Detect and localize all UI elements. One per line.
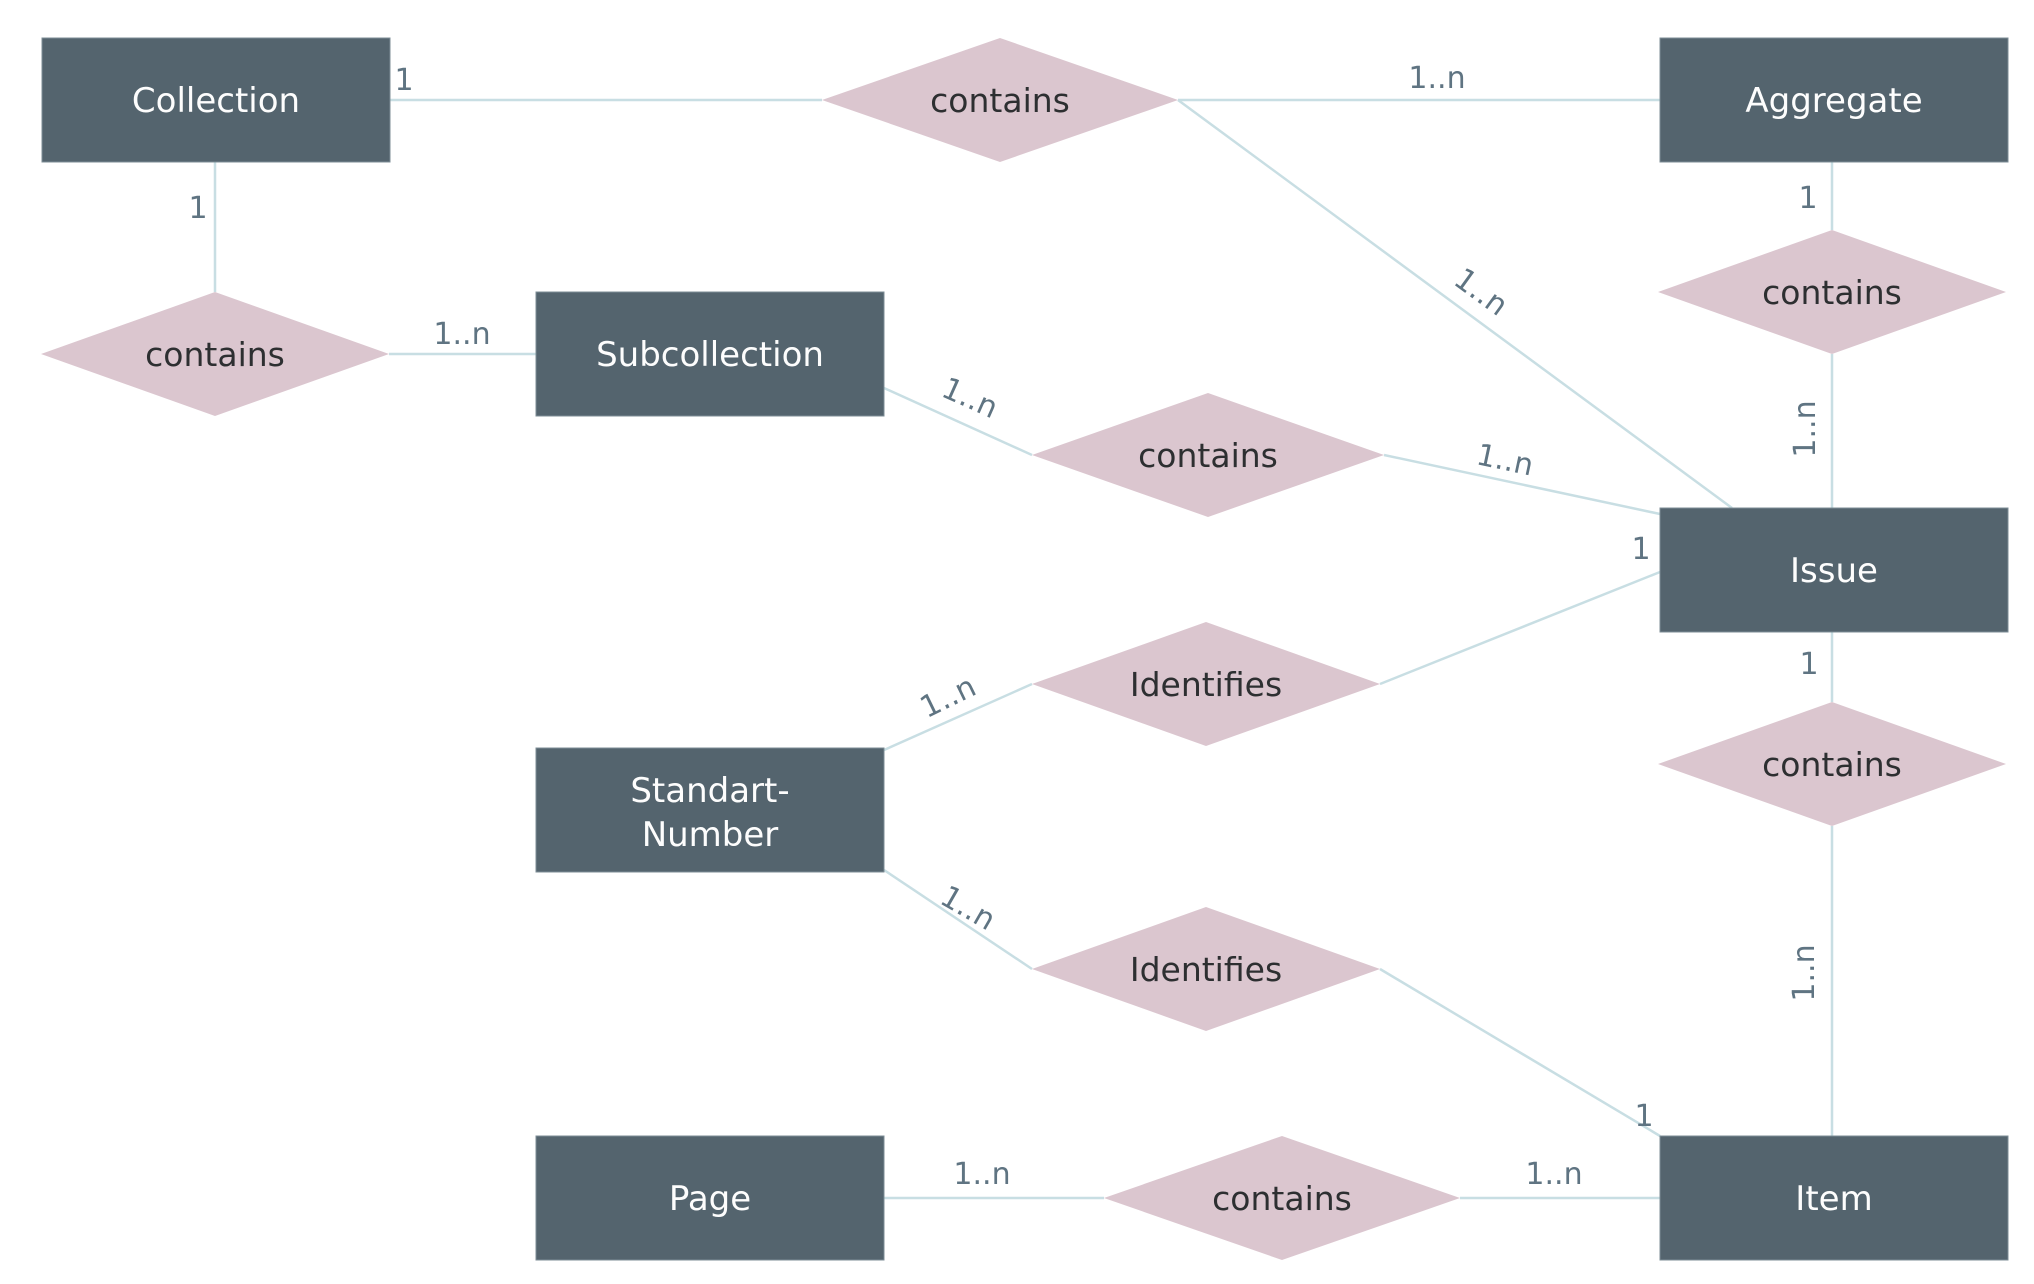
relationship-label: contains bbox=[930, 81, 1070, 120]
relationship-label: Identifies bbox=[1130, 950, 1282, 989]
relationship-diamond-identifies-issue: Identifies bbox=[1032, 622, 1380, 746]
relationship-standartnumber-identifies-issue bbox=[883, 570, 1661, 752]
cardinality-label-item-identifies: 1 bbox=[1634, 1099, 1653, 1134]
cardinality-label-aggregate-top: 1..n bbox=[1408, 61, 1465, 96]
relationship-label: contains bbox=[1762, 745, 1902, 784]
cardinality-label-standartnumber-lower: 1..n bbox=[934, 879, 1001, 938]
relationship-label: contains bbox=[1138, 436, 1278, 475]
entity-subcollection: Subcollection bbox=[535, 291, 885, 417]
entity-label: Item bbox=[1795, 1179, 1872, 1219]
cardinality-label-page: 1..n bbox=[953, 1157, 1010, 1192]
relationship-diamond-subcollection-issue: contains bbox=[1032, 393, 1384, 517]
entity-box bbox=[535, 747, 885, 873]
relationship-label: contains bbox=[1762, 273, 1902, 312]
relationship-diamond-page-item: contains bbox=[1104, 1136, 1460, 1260]
cardinality-label-aggregate-below: 1 bbox=[1798, 181, 1817, 216]
entity-label: Aggregate bbox=[1745, 81, 1922, 121]
relationship-diamond bbox=[1658, 230, 2006, 354]
entity-label-line2: Number bbox=[642, 815, 779, 855]
relationship-label: Identifies bbox=[1130, 665, 1282, 704]
relationship-diamond bbox=[1032, 907, 1380, 1031]
relationship-standartnumber-identifies-item bbox=[883, 868, 1661, 1138]
relationship-collection-contains-aggregate bbox=[390, 98, 1733, 510]
cardinality-label-subcollection-diagonal: 1..n bbox=[937, 371, 1003, 426]
entity-box bbox=[1659, 37, 2009, 163]
entity-box bbox=[1659, 1135, 2009, 1261]
cardinality-label-item-bottom: 1..n bbox=[1525, 1157, 1582, 1192]
entity-box bbox=[535, 1135, 885, 1261]
entity-page: Page bbox=[535, 1135, 885, 1261]
relationship-diamond-aggregate-issue: contains bbox=[1658, 230, 2006, 354]
cardinality-label-issue-below: 1 bbox=[1799, 647, 1818, 682]
relationship-diamond bbox=[1032, 393, 1384, 517]
entity-standart-number: Standart- Number bbox=[535, 747, 885, 873]
relationship-diamond-contains-left: contains bbox=[41, 292, 389, 416]
entity-label: Issue bbox=[1790, 551, 1878, 591]
cardinality-label-collection-top: 1 bbox=[394, 63, 413, 98]
relationship-diamond-contains-top: contains bbox=[822, 38, 1178, 162]
entity-aggregate: Aggregate bbox=[1659, 37, 2009, 163]
entity-label-line1: Standart- bbox=[630, 771, 789, 811]
entity-label: Page bbox=[669, 1179, 751, 1219]
connector-line bbox=[1379, 967, 1661, 1138]
entity-box bbox=[41, 37, 391, 163]
cardinality-label-standartnumber-upper: 1..n bbox=[915, 669, 982, 726]
cardinality-label-issue-identifies: 1 bbox=[1631, 532, 1650, 567]
relationship-diamond bbox=[41, 292, 389, 416]
relationship-diamond bbox=[822, 38, 1178, 162]
relationship-diamond bbox=[1104, 1136, 1460, 1260]
relationship-label: contains bbox=[1212, 1179, 1352, 1218]
cardinality-label-collection-left: 1 bbox=[188, 191, 207, 226]
entity-label: Subcollection bbox=[596, 335, 824, 375]
relationship-collection-contains-subcollection bbox=[213, 162, 536, 356]
connector-line bbox=[883, 386, 1033, 457]
entity-issue: Issue bbox=[1659, 507, 2009, 633]
cardinality-label-issue-above: 1..n bbox=[1788, 400, 1823, 457]
connector-line bbox=[883, 868, 1033, 971]
cardinality-label-subcollection: 1..n bbox=[433, 317, 490, 352]
cardinality-label-item-above: 1..n bbox=[1787, 944, 1822, 1001]
relationship-subcollection-contains-issue bbox=[883, 386, 1661, 516]
entity-collection: Collection bbox=[41, 37, 391, 163]
entity-box bbox=[1659, 507, 2009, 633]
connector-line bbox=[1383, 453, 1661, 516]
relationship-label: contains bbox=[145, 335, 285, 374]
relationship-diamond bbox=[1032, 622, 1380, 746]
relationship-diamond-identifies-item: Identifies bbox=[1032, 907, 1380, 1031]
cardinality-label-issue-diagonal: 1..n bbox=[1447, 261, 1514, 323]
connector-line bbox=[1177, 98, 1733, 510]
connector-line bbox=[1379, 570, 1661, 686]
connector-line bbox=[883, 682, 1033, 752]
entity-label: Collection bbox=[132, 81, 300, 121]
entity-box bbox=[535, 291, 885, 417]
entity-item: Item bbox=[1659, 1135, 2009, 1261]
relationship-diamond-issue-item: contains bbox=[1658, 702, 2006, 826]
relationship-diamond bbox=[1658, 702, 2006, 826]
